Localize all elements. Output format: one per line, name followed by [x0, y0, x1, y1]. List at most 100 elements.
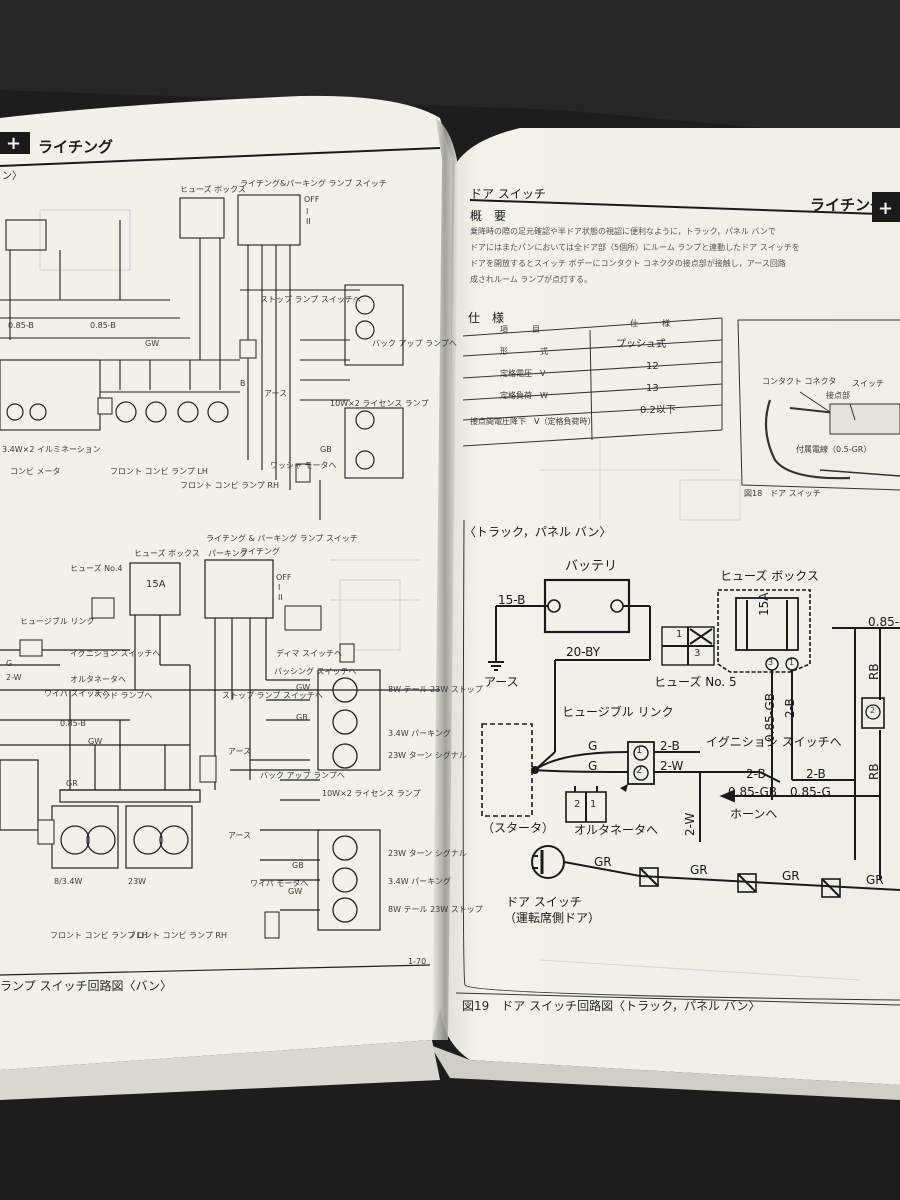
label-w34-park-2: 3.4W パーキング: [388, 877, 451, 886]
label-fuse-15a-left: 15A: [146, 579, 166, 590]
label-alternator: オルタネータへ: [574, 823, 659, 837]
label-wire-gb-lamp: GB: [296, 713, 308, 722]
left-page-caption: ランプ スイッチ回路図〈バン〉: [0, 979, 173, 993]
wire-gr-3: GR: [782, 869, 800, 883]
fig18-label-point: 接点部: [826, 391, 850, 400]
label-front-combi-rh-top: フロント コンビ ランプ RH: [180, 481, 279, 490]
label-front-combi-lh-top: フロント コンビ ランプ LH: [110, 467, 208, 476]
intro-line-3: ドアを開放するとスイッチ ボデーにコンタクト コネクタの接点部が接触し，アース回…: [470, 259, 786, 268]
label-w8-34: 8/3.4W: [54, 877, 83, 886]
label-back-up-to: バック アップ ランプへ: [260, 771, 345, 780]
label-door-switch-sub: （運転席側ドア）: [504, 911, 601, 925]
battery-icon-box-left: [0, 132, 30, 154]
wire-rb-1: RB: [867, 663, 881, 680]
wire-g-2: G: [588, 759, 598, 773]
right-page-header: ライチング: [810, 196, 886, 214]
fig18-drawing: [737, 319, 900, 491]
label-fuse-15a: 15A: [757, 592, 771, 616]
label-lighting: ライチング: [240, 547, 280, 556]
label-alternator-to-left: オルタネータへ: [70, 675, 126, 684]
wire-2w-a: 2-W: [660, 759, 684, 773]
label-fuse-no5: ヒューズ No. 5: [654, 675, 737, 689]
left-section-mark: ン〉: [2, 171, 22, 182]
fig18-label-contact: コンタクト コネクタ: [762, 377, 837, 386]
diagram-frame: [462, 519, 900, 1001]
label-off-top: OFF: [304, 195, 320, 204]
label-license-lower: 10W×2 ライセンス ランプ: [322, 789, 421, 798]
label-passing-to: パッシング スイッチへ: [274, 667, 357, 676]
label-w34-park: 3.4W パーキング: [388, 729, 451, 738]
label-085b-top: 0.85-B: [8, 321, 34, 330]
intro-line-4: 成されルーム ランプが点灯する。: [470, 275, 593, 284]
rb-terminal-2: 2: [870, 706, 876, 715]
fig18-caption: 図18 ドア スイッチ: [744, 489, 821, 498]
diagram-subtitle: 〈トラック，パネル バン〉: [464, 525, 612, 539]
label-wire-2w-left: 2-W: [6, 673, 22, 682]
label-earth-lower-2: アース: [228, 831, 252, 840]
label-back-up-top: バック アップ ランプへ: [372, 339, 457, 348]
label-b-top: B: [240, 379, 246, 388]
label-lighting-parking: ライチング & パーキング ランプ スイッチ: [206, 534, 358, 543]
junction-2: 2: [636, 765, 643, 776]
label-front-lh: フロント コンビ ランプ LH: [50, 931, 148, 940]
label-illumination: 3.4W×2 イルミネーション: [2, 445, 101, 454]
label-wire-gw-lower: GW: [88, 737, 103, 746]
label-horn: ホーンへ: [730, 807, 778, 821]
wire-2b-a: 2-B: [660, 739, 680, 753]
intro-line-2: ドアにはまたバンにおいては全ドア部（5個所）にルーム ランプと連動したドア スイ…: [470, 243, 800, 252]
spec-row1-item: 形 式: [500, 347, 548, 356]
label-door-switch: ドア スイッチ: [506, 895, 582, 909]
wire-20by: 20-BY: [566, 645, 601, 659]
spec-row2-value: 12: [646, 361, 659, 372]
wire-g-1: G: [588, 739, 598, 753]
wire-2b-d: 2-B: [783, 698, 797, 718]
label-wire-g-left: G: [6, 659, 13, 668]
label-085b-top-2: 0.85-B: [90, 321, 116, 330]
label-washer-motor: ワッシャ モータへ: [270, 461, 337, 470]
connector-1: 1: [676, 629, 683, 640]
right-page-caption: 図19 ドア スイッチ回路図〈トラック，パネル バン〉: [462, 999, 761, 1013]
label-wire-gb-bottom: GB: [292, 861, 304, 870]
label-parking: パーキング: [208, 549, 248, 558]
door-switch-diagram: [481, 578, 900, 898]
spec-header-item: 項 目: [500, 325, 540, 334]
fig18-label-switch: スイッチ: [852, 379, 884, 388]
wire-gr-1: GR: [594, 855, 612, 869]
wire-085gb-a: 0.85-GB: [763, 692, 777, 742]
label-wiper-motor: ワイパ モータへ: [250, 879, 309, 888]
label-fusible-link: ヒュージブル リンク: [562, 705, 674, 719]
wire-gr-4: GR: [866, 873, 884, 887]
label-i-top: I: [306, 207, 309, 216]
spec-row3-value: 13: [646, 383, 659, 394]
label-ii-lower: II: [278, 593, 283, 602]
label-w23-turn: 23W ターン シグナル: [388, 751, 467, 760]
label-wire-gw-lamp: GW: [296, 683, 311, 692]
label-stop-lamp-top: ストップ ランプ スイッチへ: [260, 295, 361, 304]
spec-row1-value: プッシュ式: [616, 339, 666, 350]
intro-line-1: 乗降時の際の足元確認や半ドア状態の視認に便利なように，トラック，パネル バンで: [470, 227, 776, 236]
fig18-label-wire: 付属電線（0.5-GR）: [796, 445, 872, 454]
wire-2b-b: 2-B: [746, 767, 766, 781]
label-off-lower: OFF: [276, 573, 292, 582]
label-lighting-switch: ライチング&パーキング ランプ スイッチ: [240, 179, 387, 188]
spec-row3-item: 定格負荷 W: [500, 391, 548, 400]
fuse-terminal-3: 3: [768, 658, 774, 667]
label-earth: アース: [484, 675, 519, 689]
spec-row4-item: 接点間電圧降下 V（定格負荷時）: [470, 417, 596, 426]
label-wiper-to: ワイパ スイッチへ: [44, 689, 111, 698]
battery-icon-box-right: [872, 192, 900, 222]
label-fuse-box-lower: ヒューズ ボックス: [134, 549, 200, 558]
label-ignition: イグニション スイッチへ: [706, 735, 842, 749]
wire-15b: 15-B: [498, 593, 526, 607]
spec-row4-value: 0.2以下: [640, 405, 676, 416]
wire-2w-b: 2-W: [683, 812, 697, 836]
junction-1: 1: [636, 745, 643, 756]
left-page-number: 1-70: [408, 957, 427, 966]
left-page: [0, 95, 452, 1071]
label-stop-lamp-to: ストップ ランプ スイッチへ: [222, 691, 323, 700]
wire-2b-c: 2-B: [806, 767, 826, 781]
label-earth-top: アース: [264, 389, 288, 398]
label-head-lamp-to: ヘッド ランプへ: [94, 691, 153, 700]
wire-gr-2: GR: [690, 863, 708, 877]
